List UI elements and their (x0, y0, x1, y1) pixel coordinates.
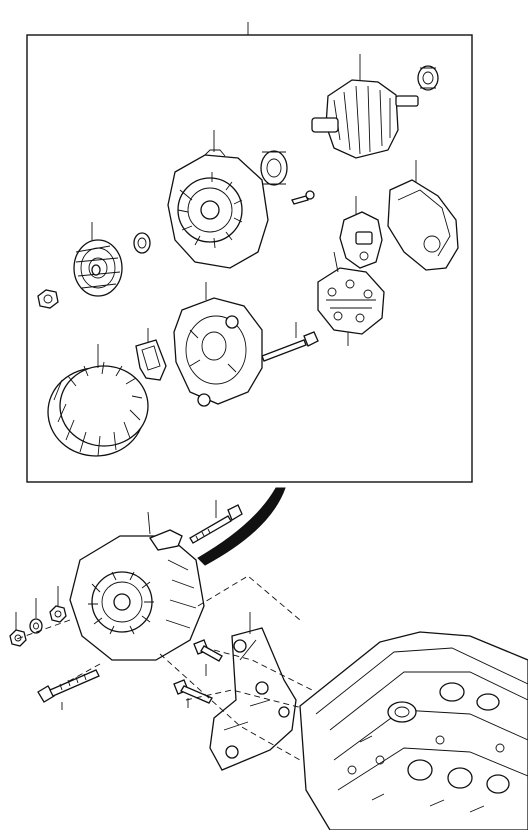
section-wedge (197, 487, 286, 566)
gasket-part (135, 339, 167, 381)
bolt-13-part (189, 504, 243, 544)
pulley-nut-part (37, 289, 59, 309)
through-bolt-part (261, 331, 319, 362)
screw-part (291, 190, 315, 205)
rectifier-part (317, 267, 385, 335)
bracket-part (209, 627, 297, 771)
rotor-part (311, 65, 439, 159)
nut-18-part (9, 629, 27, 647)
brush-holder-part (339, 211, 383, 269)
front-housing-part (167, 149, 269, 269)
pulley-part (73, 239, 123, 297)
spacer-part (133, 232, 151, 254)
rear-cover-part (387, 179, 459, 271)
bolt-15-part (193, 639, 223, 662)
washer-20-part (29, 618, 43, 634)
stator-part (47, 361, 149, 457)
bolt-16-part (173, 679, 213, 704)
engine-block-part (299, 631, 528, 830)
bolt-17-part (37, 669, 100, 703)
nut-19-part (49, 605, 67, 623)
bearing-part (260, 150, 288, 186)
alternator-assembly-part (69, 529, 205, 661)
rear-housing-part (173, 297, 263, 407)
exploded-view-frame (26, 34, 473, 483)
